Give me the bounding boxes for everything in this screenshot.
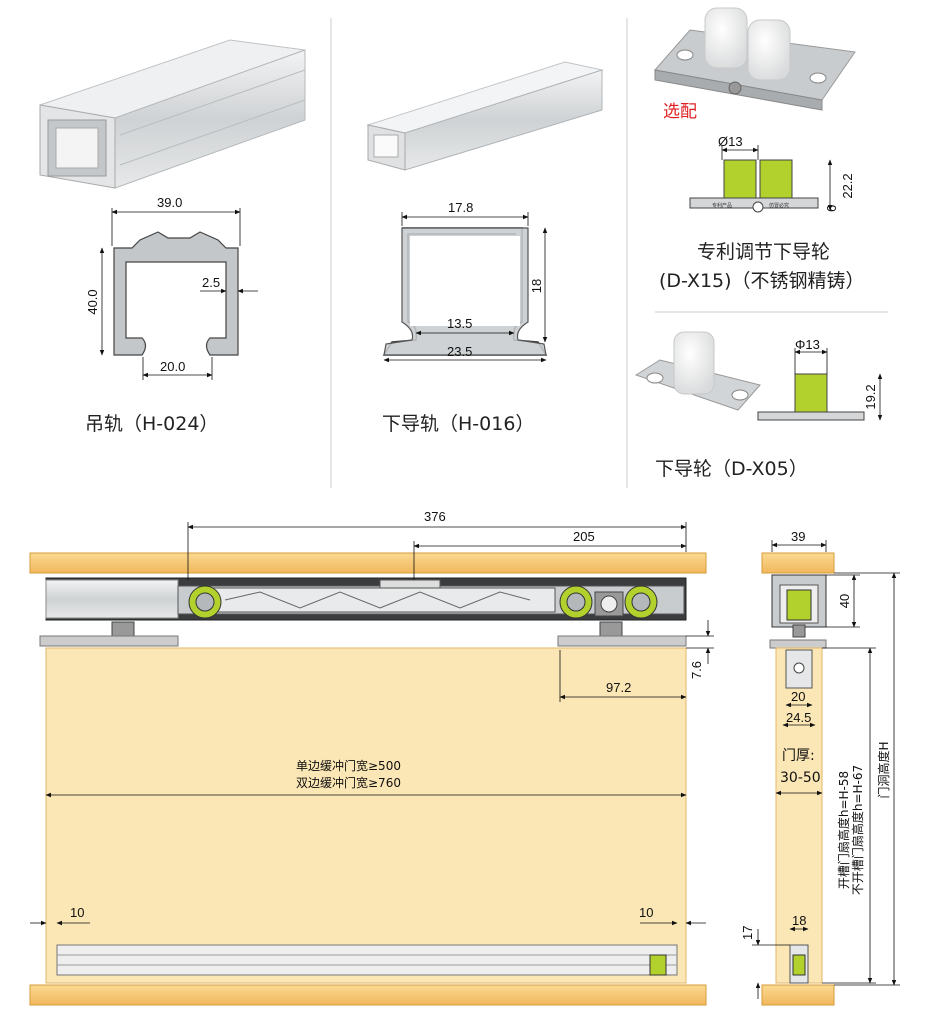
side-rail-height-label: 40 — [837, 594, 852, 608]
door-width-note-1: 单边缓冲门宽≥500 — [296, 758, 401, 773]
bracket-b-label: 24.5 — [786, 710, 811, 725]
adjustable-wheel-offset-label: 6 — [824, 205, 839, 212]
guide-height-side-label: 17 — [740, 926, 755, 940]
overall-length-label: 376 — [424, 509, 446, 524]
rail-caption: 吊轨（H-024） — [85, 413, 218, 435]
adjustable-wheel-caption-1: 专利调节下导轮 — [697, 241, 830, 263]
unslotted-height-label: 不开槽门扇高度h=H-67 — [850, 765, 865, 895]
adjustable-wheel-caption-2: (D-X15)（不锈钢精铸） — [659, 270, 865, 292]
guide-wheel-drawing — [757, 348, 883, 421]
guide-width-side-label: 18 — [792, 913, 806, 928]
adjustable-wheel-height-label: 22.2 — [840, 173, 855, 198]
thickness-label: 门厚: — [782, 748, 815, 764]
right-gap-label: 10 — [639, 905, 653, 920]
guide-bottom-label: 23.5 — [447, 344, 472, 359]
adjustable-guide-wheel-photo — [654, 7, 856, 111]
floor-beam — [29, 984, 707, 1006]
rail-height-label: 40.0 — [85, 289, 100, 314]
rail-bottom-label: 20.0 — [160, 359, 185, 374]
adjustable-wheel-dia-label: Ø13 — [718, 134, 743, 149]
guide-height-label: 18 — [529, 279, 544, 293]
bracket-a-label: 20 — [791, 689, 805, 704]
side-section — [752, 540, 900, 1006]
left-gap-label: 10 — [70, 905, 84, 920]
guide-wheel-dia-label: Φ13 — [795, 337, 820, 352]
guide-rail-photo — [366, 61, 604, 171]
guide-inner-label: 13.5 — [447, 316, 472, 331]
side-rail-width-label: 39 — [791, 529, 805, 544]
rail-profile — [99, 208, 258, 380]
guide-wheel-height-label: 19.2 — [863, 384, 878, 409]
adjustable-guide-wheel-drawing — [689, 145, 833, 213]
carrier-wheel — [188, 585, 658, 619]
offset-label: 97.2 — [606, 680, 631, 695]
door-leaf — [45, 647, 687, 984]
door-width-note-2: 双边缓冲门宽≥760 — [296, 775, 401, 790]
opening-height-label: 门洞高度H — [876, 741, 891, 798]
front-elevation — [29, 522, 714, 1006]
plate-text-2: 仿冒必究 — [769, 202, 789, 209]
partial-length-label: 205 — [573, 529, 595, 544]
optional-label: 选配 — [663, 102, 697, 122]
rail-wall-label: 2.5 — [202, 275, 220, 290]
rail-photo — [39, 39, 306, 189]
thickness-value: 30-50 — [780, 770, 821, 786]
slotted-height-label: 开槽门扇高度h=H-58 — [836, 771, 851, 889]
plate-text-1: 专利产品 — [712, 202, 732, 209]
drop-label: 7.6 — [689, 661, 704, 679]
guide-rail-profile — [382, 212, 548, 363]
guide-wheel-photo — [634, 331, 761, 411]
ceiling-beam — [29, 552, 707, 574]
guide-rail-caption: 下导轨（H-016） — [382, 413, 534, 435]
guide-wheel-caption: 下导轮（D-X05） — [655, 458, 808, 480]
rail-width-label: 39.0 — [157, 195, 182, 210]
guide-width-label: 17.8 — [448, 200, 473, 215]
